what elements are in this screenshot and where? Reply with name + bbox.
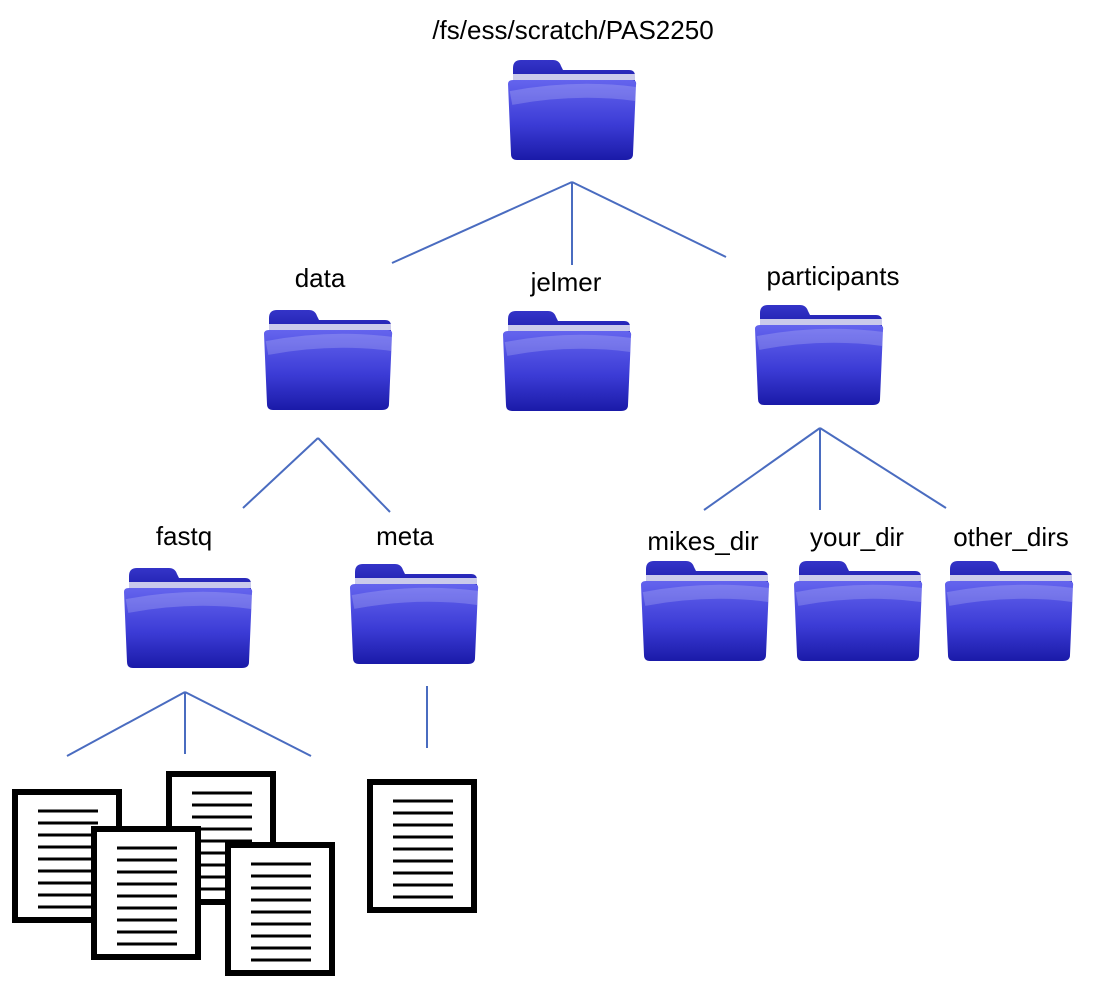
connector-participants-mikes <box>703 427 821 511</box>
document-icon[interactable] <box>91 826 201 960</box>
connector-data-meta <box>317 437 391 513</box>
fastq-folder-label: fastq <box>155 521 213 551</box>
folder-icon[interactable] <box>752 303 886 407</box>
document-icon[interactable] <box>367 779 477 913</box>
your-dir-folder-label: your_dir <box>810 522 904 552</box>
folder-icon[interactable] <box>791 559 925 663</box>
connector-root-data <box>391 181 573 264</box>
folder-icon[interactable] <box>347 562 481 666</box>
folder-icon[interactable] <box>261 308 395 412</box>
meta-folder-label: meta <box>376 521 434 551</box>
folder-icon[interactable] <box>500 309 634 413</box>
connector-participants-other <box>819 427 947 509</box>
mikes-dir-folder-label: mikes_dir <box>647 526 759 556</box>
connector-data-fastq <box>242 437 319 509</box>
connector-fastq-file-right <box>184 691 312 757</box>
folder-icon[interactable] <box>505 58 639 162</box>
jelmer-folder-label: jelmer <box>530 267 602 297</box>
connector-root-participants <box>571 181 727 258</box>
other-dirs-folder-label: other_dirs <box>953 522 1069 552</box>
folder-icon[interactable] <box>942 559 1076 663</box>
connector-fastq-file-left <box>66 691 186 757</box>
folder-icon[interactable] <box>121 566 255 670</box>
data-folder-label: data <box>294 263 346 293</box>
document-icon[interactable] <box>225 842 335 976</box>
participants-folder-label: participants <box>766 261 900 291</box>
folder-icon[interactable] <box>638 559 772 663</box>
root-folder-label: /fs/ess/scratch/PAS2250 <box>432 15 714 45</box>
